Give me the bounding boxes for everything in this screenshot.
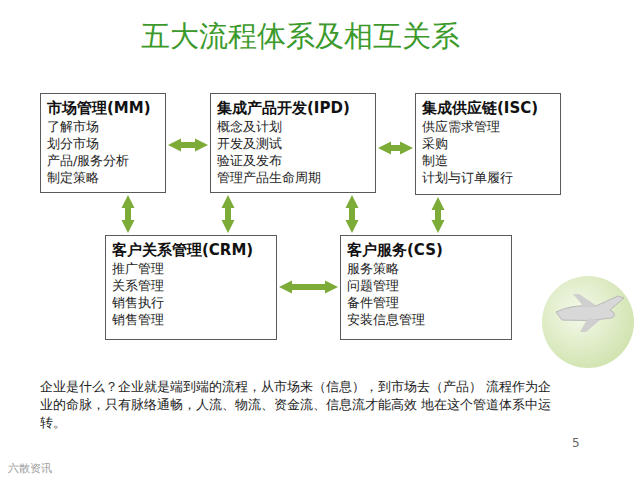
double-arrow	[292, 284, 325, 290]
box-item: 供应需求管理	[422, 118, 552, 135]
plane-wing	[573, 294, 600, 332]
double-arrow	[225, 208, 231, 220]
process-box: 客户服务(CS)服务策略问题管理备件管理安装信息管理	[340, 235, 512, 340]
box-item: 划分市场	[47, 135, 157, 152]
box-item: 验证及发布	[217, 152, 367, 169]
box-item: 采购	[422, 135, 552, 152]
page-number: 5	[572, 436, 580, 450]
box-item: 关系管理	[112, 277, 268, 294]
process-box: 集成供应链(ISC)供应需求管理采购制造计划与订单履行	[415, 93, 561, 195]
box-heading: 市场管理(MM)	[47, 98, 157, 118]
watermark: 六散资讯	[8, 461, 52, 476]
box-item: 概念及计划	[217, 118, 367, 135]
box-item: 制造	[422, 152, 552, 169]
double-arrow	[181, 142, 195, 148]
box-item: 计划与订单履行	[422, 169, 552, 186]
box-heading: 集成产品开发(IPD)	[217, 98, 367, 118]
box-heading: 集成供应链(ISC)	[422, 98, 552, 118]
box-item: 管理产品生命周期	[217, 169, 367, 186]
plane-illustration	[556, 296, 624, 321]
box-item: 安装信息管理	[347, 311, 503, 328]
double-arrow	[125, 208, 131, 220]
double-arrow	[435, 210, 441, 220]
box-item: 制定策略	[47, 169, 157, 186]
double-arrow	[349, 208, 355, 220]
box-heading: 客户服务(CS)	[347, 240, 503, 260]
box-item: 备件管理	[347, 294, 503, 311]
process-box: 客户关系管理(CRM)推广管理关系管理销售执行销售管理	[105, 235, 277, 340]
box-item: 推广管理	[112, 260, 268, 277]
box-item: 开发及测试	[217, 135, 367, 152]
process-box: 集成产品开发(IPD)概念及计划开发及测试验证及发布管理产品生命周期	[210, 93, 376, 193]
double-arrow	[391, 145, 400, 151]
box-item: 销售管理	[112, 311, 268, 328]
box-item: 产品/服务分析	[47, 152, 157, 169]
box-item: 销售执行	[112, 294, 268, 311]
globe-illustration	[542, 276, 634, 368]
box-item: 服务策略	[347, 260, 503, 277]
process-box: 市场管理(MM)了解市场划分市场产品/服务分析制定策略	[40, 93, 166, 193]
box-heading: 客户关系管理(CRM)	[112, 240, 268, 260]
box-item: 问题管理	[347, 277, 503, 294]
slide-title: 五大流程体系及相互关系	[0, 18, 600, 54]
caption-text: 企业是什么？企业就是端到端的流程，从市场来（信息），到市场去（产品） 流程作为企…	[40, 378, 560, 432]
box-item: 了解市场	[47, 118, 157, 135]
